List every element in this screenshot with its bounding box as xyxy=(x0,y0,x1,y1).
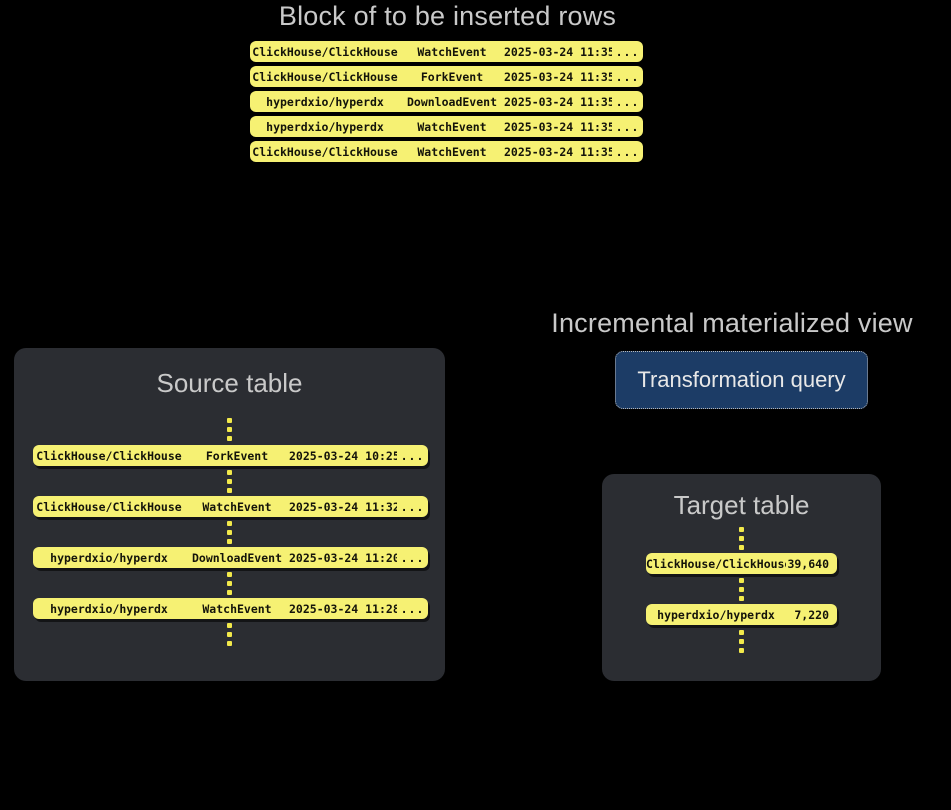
row-more: ... xyxy=(400,550,425,565)
row-time: 2025-03-24 11:35:40 xyxy=(504,44,612,59)
target-ellipsis-icon xyxy=(739,578,744,601)
source-table-row: ClickHouse/ClickHouse ForkEvent 2025-03-… xyxy=(33,445,428,466)
source-ellipsis-icon xyxy=(227,470,232,493)
row-event: DownloadEvent xyxy=(406,94,497,109)
row-event: WatchEvent xyxy=(417,119,487,134)
row-time: 2025-03-24 11:35:48 xyxy=(504,94,612,109)
row-time: 2025-03-24 11:32:54 xyxy=(289,499,397,514)
source-ellipsis-icon xyxy=(227,572,232,595)
target-ellipsis-icon xyxy=(739,630,744,653)
row-repo: ClickHouse/ClickHouse xyxy=(646,556,786,571)
source-ellipsis-icon xyxy=(227,521,232,544)
row-count: 7,220 xyxy=(794,607,829,622)
block-row: ClickHouse/ClickHouse WatchEvent 2025-03… xyxy=(250,41,643,62)
block-row: ClickHouse/ClickHouse ForkEvent 2025-03-… xyxy=(250,66,643,87)
row-time: 2025-03-24 11:35:52 xyxy=(504,119,612,134)
block-row: ClickHouse/ClickHouse WatchEvent 2025-03… xyxy=(250,141,643,162)
row-time: 2025-03-24 11:35:54 xyxy=(504,144,612,159)
row-more: ... xyxy=(615,144,640,159)
source-table-row: hyperdxio/hyperdx WatchEvent 2025-03-24 … xyxy=(33,598,428,619)
transformation-query-box[interactable]: Transformation query xyxy=(615,351,868,409)
row-event: DownloadEvent xyxy=(191,550,282,565)
row-more: ... xyxy=(400,499,425,514)
row-repo: ClickHouse/ClickHouse xyxy=(252,44,398,59)
row-event: ForkEvent xyxy=(205,448,269,463)
transformation-query-label: Transformation query xyxy=(637,367,846,392)
source-table-title: Source table xyxy=(156,368,303,398)
target-ellipsis-icon xyxy=(739,527,744,550)
row-repo: ClickHouse/ClickHouse xyxy=(36,499,182,514)
row-repo: hyperdxio/hyperdx xyxy=(50,601,168,616)
row-event: WatchEvent xyxy=(202,499,272,514)
row-repo: ClickHouse/ClickHouse xyxy=(252,144,398,159)
source-ellipsis-icon xyxy=(227,418,232,441)
target-table-title: Target table xyxy=(673,490,810,520)
row-time: 2025-03-24 10:25:00 xyxy=(289,448,397,463)
row-event: WatchEvent xyxy=(417,144,487,159)
row-more: ... xyxy=(615,119,640,134)
row-repo: ClickHouse/ClickHouse xyxy=(36,448,182,463)
row-time: 2025-03-24 11:20:12 xyxy=(289,550,397,565)
source-table-row: hyperdxio/hyperdx DownloadEvent 2025-03-… xyxy=(33,547,428,568)
row-event: WatchEvent xyxy=(202,601,272,616)
source-ellipsis-icon xyxy=(227,623,232,646)
row-repo: hyperdxio/hyperdx xyxy=(266,94,384,109)
row-more: ... xyxy=(615,94,640,109)
row-count: 39,640 xyxy=(787,556,829,571)
row-repo: hyperdxio/hyperdx xyxy=(50,550,168,565)
target-table-panel: Target table xyxy=(602,474,881,681)
row-repo: hyperdxio/hyperdx xyxy=(266,119,384,134)
row-time: 2025-03-24 11:28:32 xyxy=(289,601,397,616)
row-more: ... xyxy=(400,601,425,616)
block-row: hyperdxio/hyperdx WatchEvent 2025-03-24 … xyxy=(250,116,643,137)
row-more: ... xyxy=(615,69,640,84)
row-more: ... xyxy=(615,44,640,59)
block-heading: Block of to be inserted rows xyxy=(278,1,617,31)
row-more: ... xyxy=(400,448,425,463)
row-repo: ClickHouse/ClickHouse xyxy=(252,69,398,84)
source-table-row: ClickHouse/ClickHouse WatchEvent 2025-03… xyxy=(33,496,428,517)
materialized-view-heading: Incremental materialized view xyxy=(551,308,913,338)
target-table-row: ClickHouse/ClickHouse 39,640 xyxy=(646,553,837,574)
row-event: WatchEvent xyxy=(417,44,487,59)
row-repo: hyperdxio/hyperdx xyxy=(657,607,775,622)
block-row: hyperdxio/hyperdx DownloadEvent 2025-03-… xyxy=(250,91,643,112)
row-time: 2025-03-24 11:35:44 xyxy=(504,69,612,84)
target-table-row: hyperdxio/hyperdx 7,220 xyxy=(646,604,837,625)
row-event: ForkEvent xyxy=(420,69,484,84)
